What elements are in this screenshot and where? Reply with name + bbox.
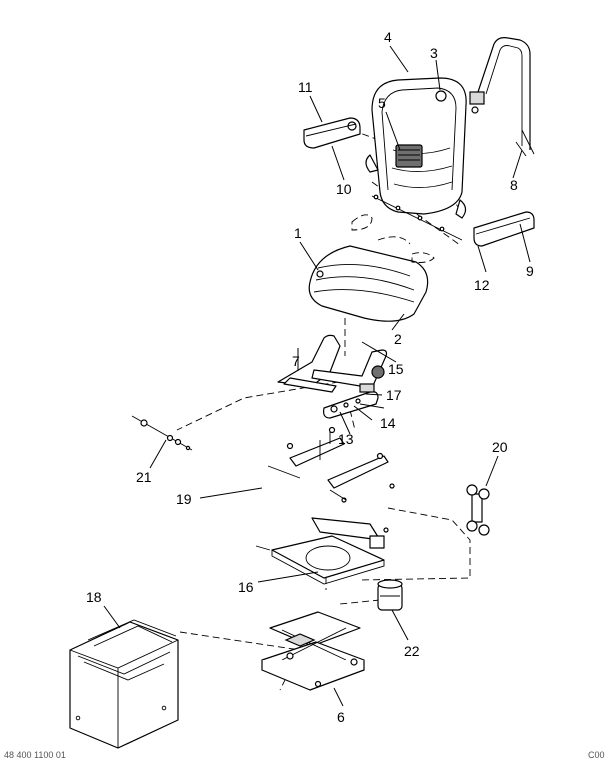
callout-4: 4	[384, 29, 392, 45]
slide-rails	[267, 426, 395, 503]
callout-13: 13	[338, 431, 354, 447]
callout-17: 17	[386, 387, 402, 403]
grab-handle-frame	[469, 37, 535, 157]
air-spring	[377, 579, 403, 611]
leader-lines	[103, 45, 531, 707]
callout-10: 10	[336, 181, 352, 197]
callout-18: 18	[86, 589, 102, 605]
seat-back	[365, 77, 467, 241]
callout-2: 2	[394, 331, 402, 347]
left-armrest	[303, 117, 361, 149]
callout-15: 15	[388, 361, 404, 377]
rod-assembly	[131, 415, 193, 451]
callout-7: 7	[292, 353, 300, 369]
scissor-suspension	[261, 611, 365, 691]
storage-box	[69, 619, 179, 749]
callout-21: 21	[136, 469, 152, 485]
callout-12: 12	[474, 277, 490, 293]
callout-3: 3	[430, 45, 438, 61]
callout-5: 5	[378, 95, 386, 111]
callout-labels: 4 3 5 11 10 8 9 12 1 2 7 15 17 14 13 21 …	[86, 29, 534, 725]
right-armrest	[473, 211, 535, 247]
callout-19: 19	[176, 491, 192, 507]
callout-14: 14	[380, 415, 396, 431]
callout-11: 11	[298, 79, 313, 95]
seat-cushion	[308, 214, 435, 322]
drawing-code: C00	[588, 750, 605, 760]
callout-1: 1	[294, 225, 302, 241]
mounting-bracket	[311, 517, 389, 549]
callout-20: 20	[492, 439, 508, 455]
callout-16: 16	[238, 579, 254, 595]
callout-9: 9	[526, 263, 534, 279]
shock-absorber	[466, 484, 490, 536]
seat-slide-bracket	[277, 334, 388, 419]
drawing-reference: 48 400 1100 01	[4, 750, 66, 760]
callout-8: 8	[510, 177, 518, 193]
callout-6: 6	[337, 709, 345, 725]
callout-22: 22	[404, 643, 420, 659]
mounting-plate	[255, 535, 385, 585]
